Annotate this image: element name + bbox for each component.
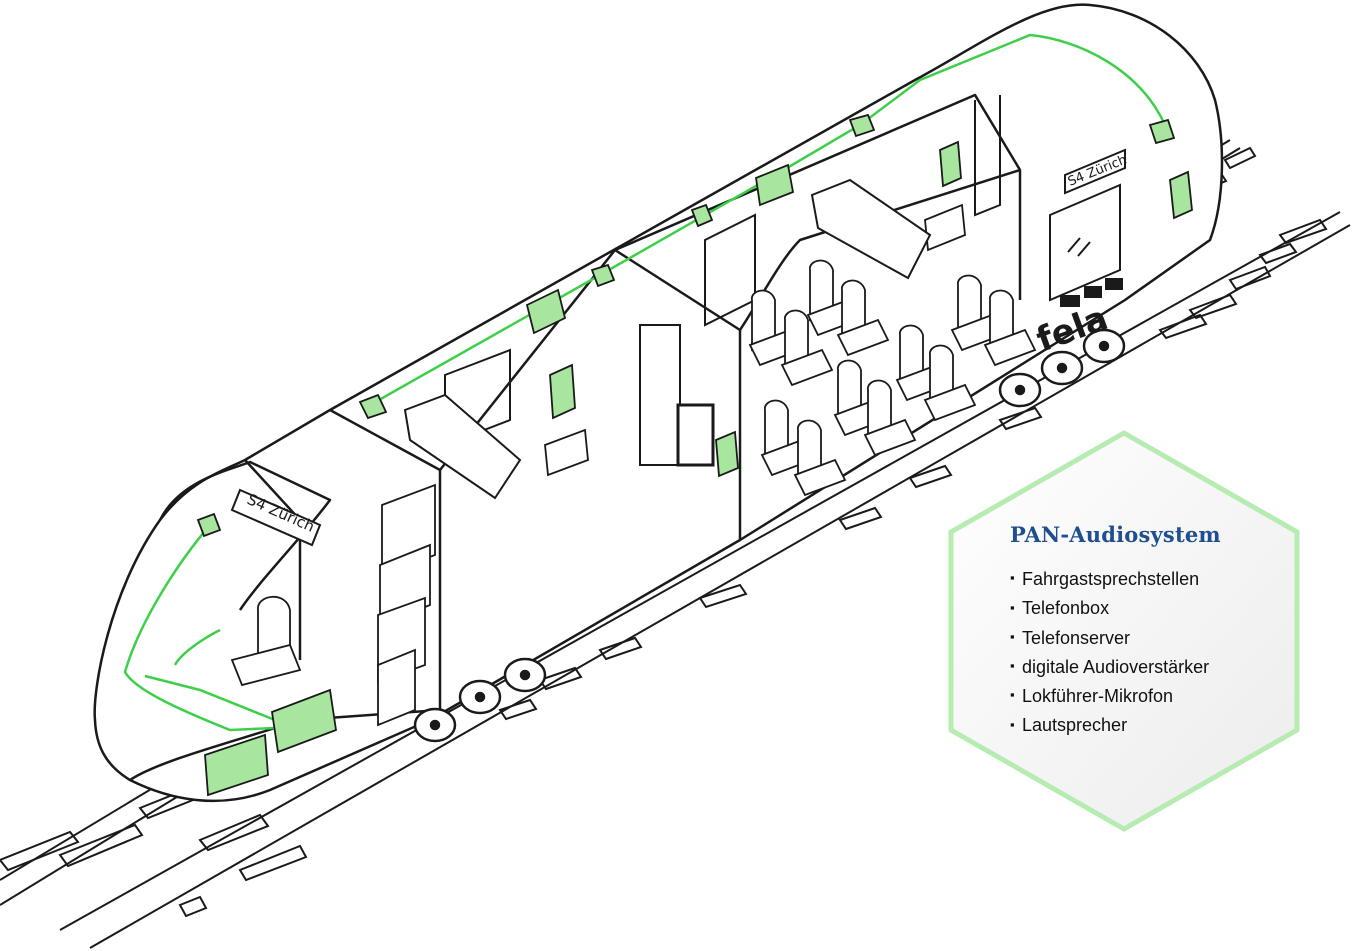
info-panel-list: Fahrgastsprechstellen Telefonbox Telefon… [1010, 565, 1290, 741]
list-item: digitale Audioverstärker [1010, 653, 1290, 682]
audio-devices [204, 140, 1193, 797]
info-panel-title: PAN-Audiosystem [1010, 522, 1221, 547]
speakers [196, 113, 1176, 538]
list-item: Fahrgastsprechstellen [1010, 565, 1290, 594]
list-item: Telefonbox [1010, 594, 1290, 623]
equipment-rack [377, 203, 966, 727]
list-item: Lokführer-Mikrofon [1010, 682, 1290, 711]
wheels [413, 328, 1126, 743]
passenger-seats [230, 259, 1037, 687]
list-item: Telefonserver [1010, 624, 1290, 653]
train-body [93, 3, 1224, 803]
list-item: Lautsprecher [1010, 711, 1290, 740]
audio-cabling [123, 33, 1167, 732]
overhead-displays [403, 178, 932, 500]
info-panel: PAN-Audiosystem Fahrgastsprechstellen Te… [948, 430, 1300, 832]
